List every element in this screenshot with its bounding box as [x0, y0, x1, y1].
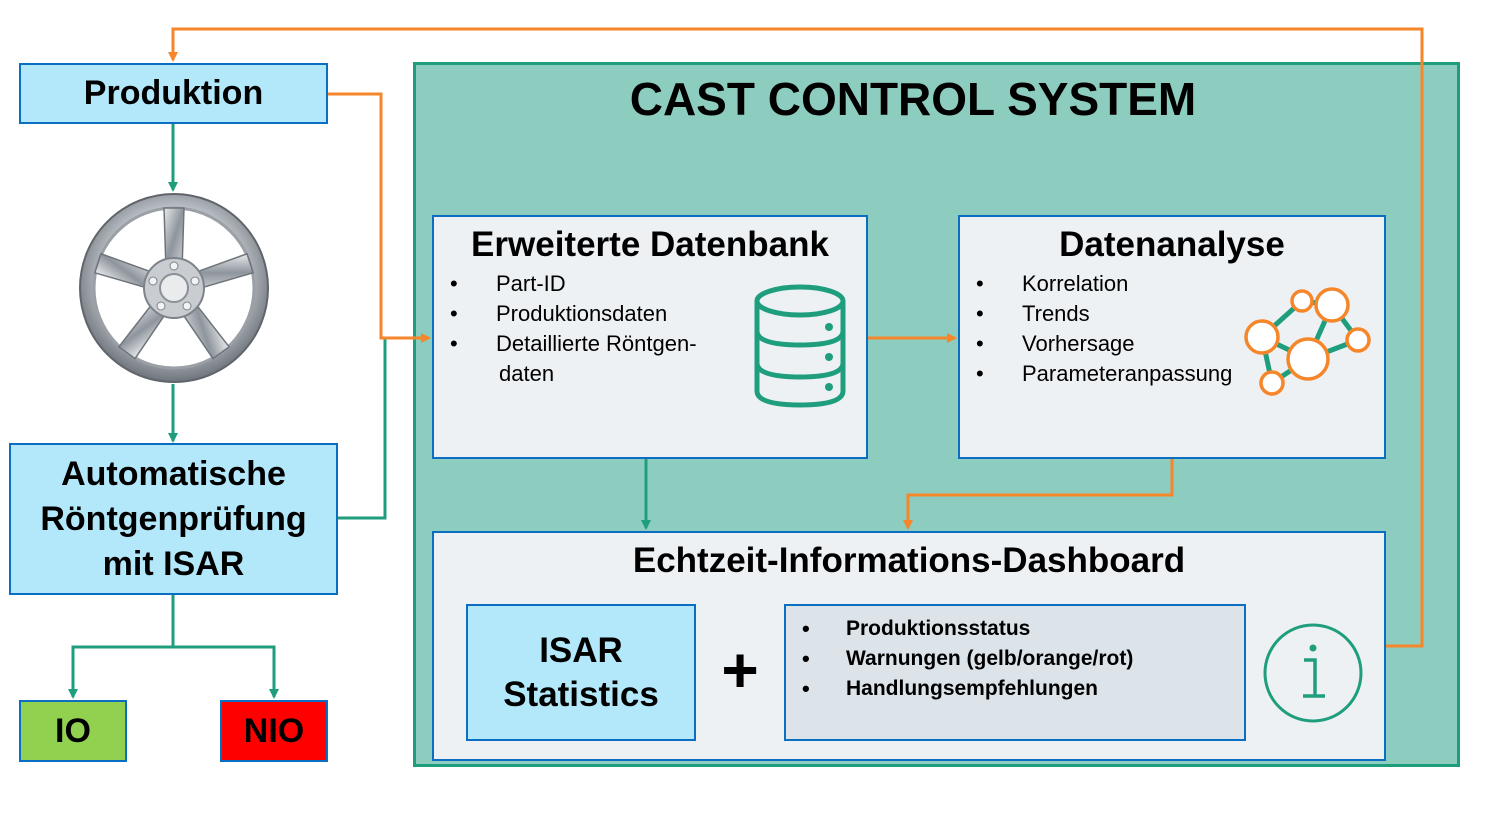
dashboard-item: Warnungen (gelb/orange/rot) — [786, 644, 1244, 674]
analysis-title: Datenanalyse — [1059, 225, 1285, 264]
wheel-icon — [79, 193, 269, 383]
dashboard-info-box[interactable]: Produktionsstatus Warnungen (gelb/orange… — [784, 604, 1246, 741]
dashboard-item: Produktionsstatus — [786, 614, 1244, 644]
isar-label-line-1: ISAR — [539, 630, 623, 670]
network-icon — [1244, 287, 1371, 396]
dashboard-title: Echtzeit-Informations-Dashboard — [632, 541, 1186, 580]
xray-inspection-box[interactable]: Automatische Röntgenprüfung mit ISAR — [9, 443, 338, 595]
isar-statistics-box[interactable]: ISAR Statistics — [466, 604, 696, 741]
analysis-box[interactable]: Datenanalyse Korrelation Trends Vorhersa… — [958, 215, 1386, 459]
production-label: Produktion — [83, 74, 264, 112]
dashboard-list: Produktionsstatus Warnungen (gelb/orange… — [786, 614, 1244, 704]
io-label: IO — [55, 711, 91, 750]
plus-sign: + — [721, 634, 759, 706]
nio-label: NIO — [243, 711, 305, 750]
arrow-inspection-to-database — [338, 338, 387, 520]
arrow-inspection-to-nio — [173, 645, 279, 699]
nio-box[interactable]: NIO — [220, 700, 328, 762]
database-box[interactable]: Erweiterte Datenbank Part-ID Produktions… — [432, 215, 868, 459]
isar-label-line-2: Statistics — [503, 674, 659, 714]
database-title: Erweiterte Datenbank — [471, 225, 829, 264]
arrow-inspection-split — [68, 595, 175, 699]
production-box[interactable]: Produktion — [19, 63, 328, 124]
info-icon[interactable] — [1262, 622, 1364, 724]
dashboard-item: Handlungsempfehlungen — [786, 674, 1244, 704]
database-icon — [754, 284, 846, 408]
wheel-image — [78, 192, 270, 384]
inspection-line-2: Röntgenprüfung — [40, 499, 307, 538]
system-title: CAST CONTROL SYSTEM — [629, 73, 1197, 125]
io-box[interactable]: IO — [19, 700, 127, 762]
inspection-line-3: mit ISAR — [102, 544, 245, 583]
inspection-line-1: Automatische — [61, 454, 286, 493]
